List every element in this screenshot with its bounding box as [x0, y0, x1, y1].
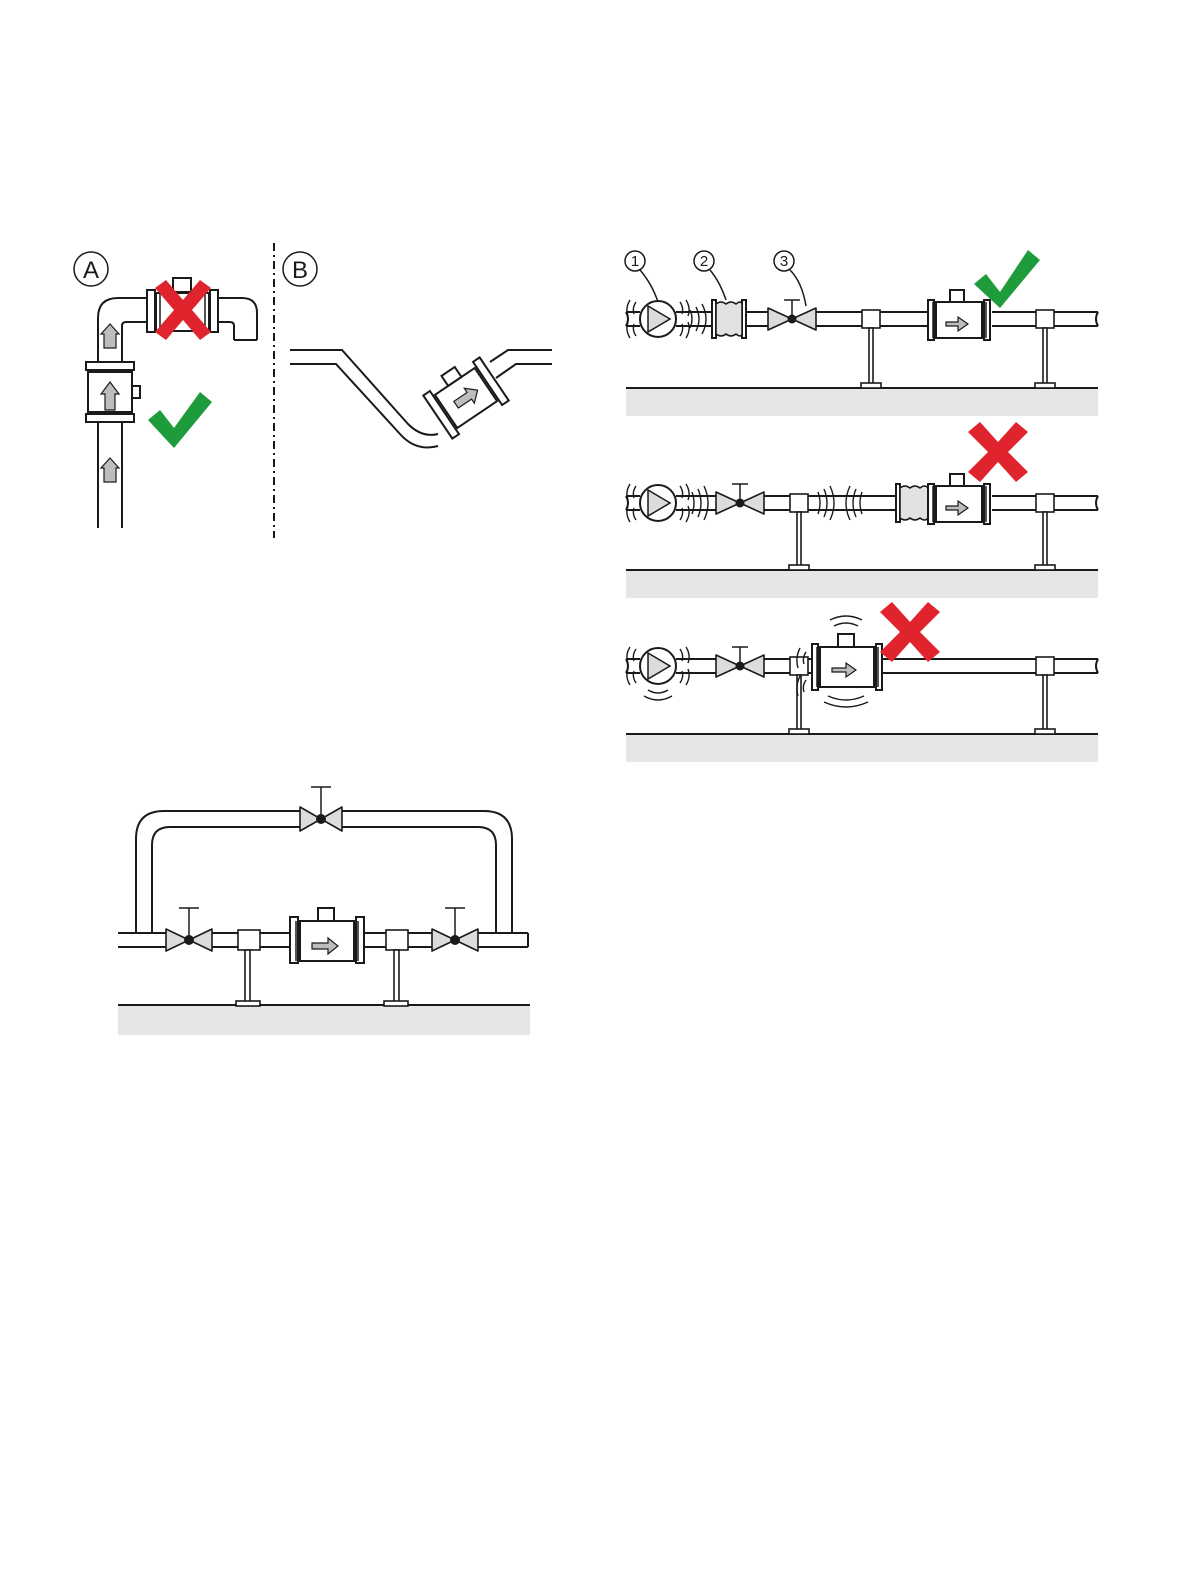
vertical-meter-check-icon [148, 392, 212, 448]
rig1-vibration-waves [690, 304, 706, 334]
bypass-valve [300, 787, 342, 831]
rig-3 [626, 602, 1098, 762]
figure-bypass [110, 775, 540, 1045]
pipe-support-left [236, 930, 260, 1006]
svg-text:3: 3 [780, 253, 788, 270]
rig2-vibration-waves [818, 486, 862, 520]
rig-1: 1 2 3 [625, 250, 1098, 416]
sloped-pipe-upper [490, 350, 552, 378]
panel-a: A [74, 252, 257, 528]
rig3-cross-icon [880, 602, 940, 662]
rig1-flowmeter [928, 290, 990, 340]
panel-a-label: A [83, 257, 99, 284]
rig2-pump [627, 484, 689, 522]
callout-pump: 1 [625, 251, 658, 302]
ground [118, 1005, 530, 1035]
rig2-valve [716, 484, 764, 514]
inclined-meter [420, 352, 509, 438]
sloped-pipe-lower [290, 350, 438, 448]
flowmeter [290, 908, 364, 963]
flow-arrow-lower [101, 458, 119, 482]
rig3-flowmeter [797, 616, 882, 707]
rig-2 [626, 422, 1098, 598]
callout-valve: 3 [774, 251, 806, 306]
isolation-valve-left [166, 908, 212, 951]
rig1-valve [768, 300, 816, 330]
callout-compensator: 2 [694, 251, 726, 300]
figure-vibration-rigs: 1 2 3 [618, 244, 1108, 770]
rig1-compensator [712, 300, 746, 338]
rig1-pump [627, 300, 689, 338]
svg-text:1: 1 [631, 253, 639, 270]
isolation-valve-right [432, 908, 478, 951]
vertical-meter [86, 362, 140, 422]
flow-arrow-upper [101, 324, 119, 348]
rig3-valve [716, 647, 764, 677]
svg-text:2: 2 [700, 253, 708, 270]
rig2-flowmeter [928, 474, 990, 524]
rig2-compensator [896, 484, 928, 522]
figure-orientation-panels: A [60, 238, 570, 548]
panel-b: B [283, 252, 552, 448]
panel-b-label: B [292, 257, 308, 284]
pipe-support-right [384, 930, 408, 1006]
rig2-cross-icon [968, 422, 1028, 482]
